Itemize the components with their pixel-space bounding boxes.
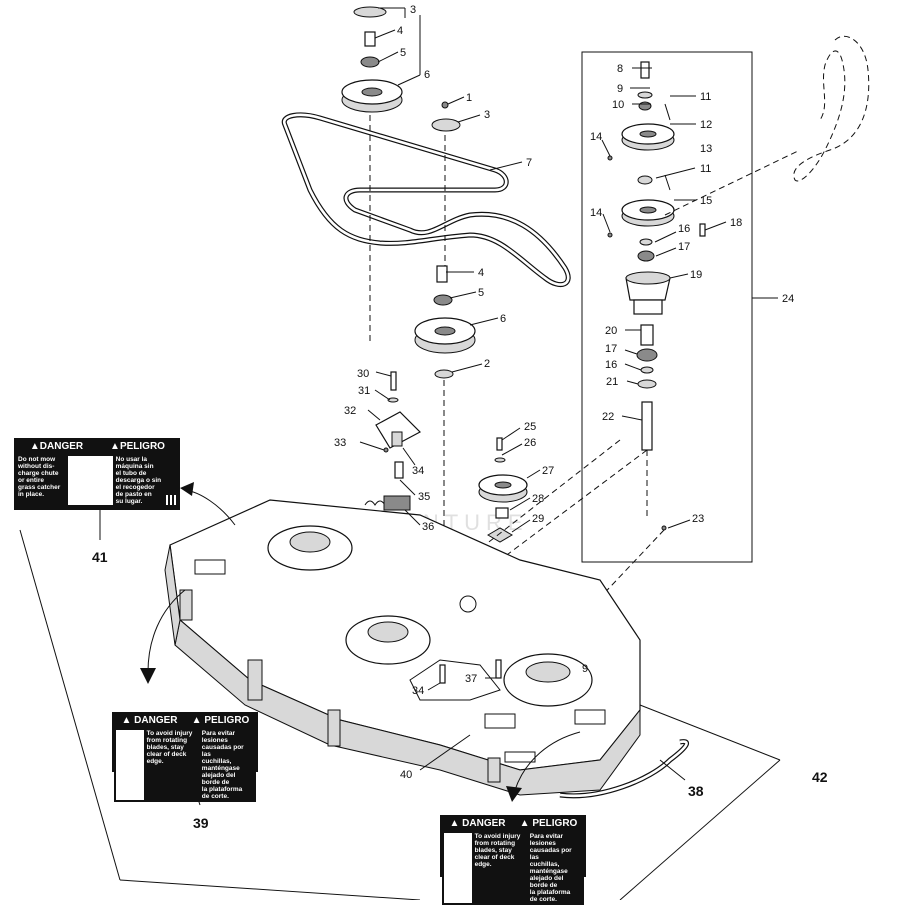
decal-42-body: To avoid injury from rotating blades, st… bbox=[442, 831, 584, 905]
decal-42-header: ▲ DANGER ▲ PELIGRO bbox=[442, 817, 584, 831]
callout-14a: 14 bbox=[590, 131, 602, 143]
callout-2: 2 bbox=[484, 358, 490, 370]
callout-11b: 11 bbox=[700, 163, 711, 175]
callout-16b: 16 bbox=[605, 359, 617, 371]
callout-9: 9 bbox=[617, 83, 623, 95]
decal-41-peligro: ▲PELIGRO bbox=[110, 441, 165, 452]
callout-25: 25 bbox=[524, 421, 536, 433]
callout-17a: 17 bbox=[678, 241, 690, 253]
callout-11a: 11 bbox=[700, 91, 711, 103]
decal-41-body: Do not mow without dis- charge chute or … bbox=[16, 454, 178, 507]
callout-34a: 34 bbox=[412, 465, 424, 477]
callout-8: 8 bbox=[617, 63, 623, 75]
spindle-assembly bbox=[607, 61, 706, 531]
qr-code-icon bbox=[166, 495, 177, 505]
callout-39: 39 bbox=[193, 815, 209, 831]
callout-leaders bbox=[359, 7, 727, 781]
callout-20: 20 bbox=[605, 325, 617, 337]
callout-32: 32 bbox=[344, 405, 356, 417]
blade-hazard-icon bbox=[116, 730, 144, 800]
callout-22: 22 bbox=[602, 411, 614, 423]
center-pulley-stack bbox=[369, 115, 476, 680]
belt-7 bbox=[281, 112, 571, 288]
spindle-assembly-frame bbox=[581, 51, 753, 563]
callout-33: 33 bbox=[334, 437, 346, 449]
decal-41-header: ▲DANGER ▲PELIGRO bbox=[16, 440, 178, 454]
decal-39-peligro: ▲ PELIGRO bbox=[191, 715, 250, 726]
callout-40: 40 bbox=[400, 769, 412, 781]
decal-39-english: To avoid injury from rotating blades, st… bbox=[146, 730, 193, 765]
right-idler-pulley bbox=[478, 437, 528, 543]
callout-36: 36 bbox=[422, 521, 434, 533]
drive-belt-outline bbox=[793, 35, 870, 182]
callout-34b: 34 bbox=[412, 685, 424, 697]
callout-14b: 14 bbox=[590, 207, 602, 219]
arrow-39 bbox=[147, 589, 186, 673]
callout-4a: 4 bbox=[397, 25, 403, 37]
callout-3b: 3 bbox=[484, 109, 490, 121]
callout-30: 30 bbox=[357, 368, 369, 380]
callout-3a: 3 bbox=[410, 4, 416, 16]
warning-pictogram-icon bbox=[68, 456, 113, 505]
callout-24: 24 bbox=[782, 293, 794, 305]
callout-17b: 17 bbox=[605, 343, 617, 355]
callout-13: 13 bbox=[700, 143, 712, 155]
callout-6a: 6 bbox=[424, 69, 430, 81]
callout-7: 7 bbox=[526, 157, 532, 169]
callout-16a: 16 bbox=[678, 223, 690, 235]
callout-35: 35 bbox=[418, 491, 430, 503]
upper-idler-pulley-stack bbox=[341, 6, 461, 132]
callout-9-deck: 9 bbox=[582, 663, 588, 675]
decal-39-body: To avoid injury from rotating blades, st… bbox=[114, 728, 256, 802]
callout-38: 38 bbox=[688, 783, 704, 799]
arrow-42 bbox=[514, 731, 581, 791]
danger-decal-39: ▲ DANGER ▲ PELIGRO To avoid injury from … bbox=[112, 712, 258, 802]
callout-5b: 5 bbox=[478, 287, 484, 299]
callout-21: 21 bbox=[606, 376, 618, 388]
decal-39-danger: ▲ DANGER bbox=[121, 715, 178, 726]
callout-18: 18 bbox=[730, 217, 742, 229]
callout-15: 15 bbox=[700, 195, 712, 207]
idler-arm-assembly bbox=[364, 371, 421, 511]
decal-39-spanish: Para evitar lesiones causadas por las cu… bbox=[201, 730, 244, 800]
callout-19: 19 bbox=[690, 269, 702, 281]
decal-39-header: ▲ DANGER ▲ PELIGRO bbox=[114, 714, 256, 728]
decal-41-danger: ▲DANGER bbox=[29, 441, 84, 452]
mower-deck bbox=[164, 499, 641, 796]
danger-decal-42: ▲ DANGER ▲ PELIGRO To avoid injury from … bbox=[440, 815, 586, 905]
callout-42: 42 bbox=[812, 769, 828, 785]
decal-42-english: To avoid injury from rotating blades, st… bbox=[474, 833, 521, 868]
callout-27: 27 bbox=[542, 465, 554, 477]
decal-41-english: Do not mow without dis- charge chute or … bbox=[18, 456, 61, 498]
decal-42-spanish: Para evitar lesiones causadas por las cu… bbox=[529, 833, 572, 903]
decal-42-peligro: ▲ PELIGRO bbox=[519, 818, 578, 829]
callout-10: 10 bbox=[612, 99, 624, 111]
callout-labels: 3 4 5 6 1 3 7 4 5 6 2 8 9 10 11 12 14 13… bbox=[92, 4, 828, 831]
callout-28: 28 bbox=[532, 493, 544, 505]
callout-1: 1 bbox=[466, 92, 472, 104]
callout-37: 37 bbox=[465, 673, 477, 685]
blade-hazard-icon bbox=[444, 833, 472, 903]
callout-29: 29 bbox=[532, 513, 544, 525]
callout-41: 41 bbox=[92, 549, 108, 565]
decal-42-danger: ▲ DANGER bbox=[449, 818, 506, 829]
callout-23: 23 bbox=[692, 513, 704, 525]
callout-12: 12 bbox=[700, 119, 712, 131]
callout-26: 26 bbox=[524, 437, 536, 449]
callout-5a: 5 bbox=[400, 47, 406, 59]
callout-6b: 6 bbox=[500, 313, 506, 325]
decal-41-spanish: No usar la máquina sin el tubo de descar… bbox=[115, 456, 162, 505]
callout-4b: 4 bbox=[478, 267, 484, 279]
callout-31: 31 bbox=[358, 385, 370, 397]
danger-decal-41: ▲DANGER ▲PELIGRO Do not mow without dis-… bbox=[14, 438, 180, 510]
